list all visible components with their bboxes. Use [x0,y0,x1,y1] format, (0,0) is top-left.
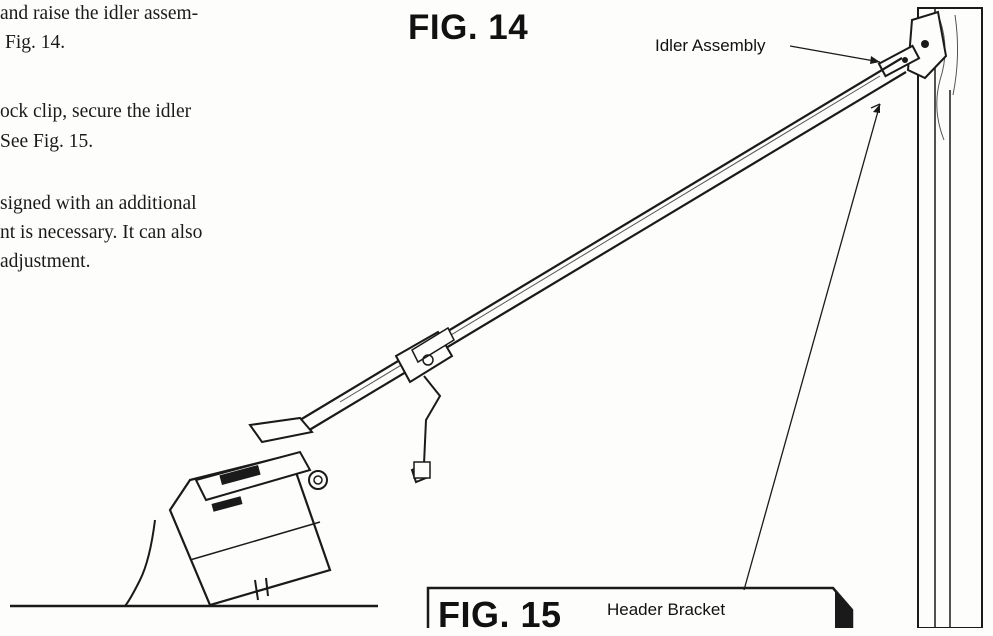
motor-unit [124,416,332,607]
idler-assembly-label: Idler Assembly [655,36,766,55]
idler-leader-line [789,45,881,63]
fig15-corner [835,592,852,628]
opener-rail [299,57,907,433]
text-line: nt is necessary. It can also [0,222,203,243]
header-arrowhead [873,104,880,113]
header-leader-line [743,103,881,591]
text-line: Fig. 14. [5,32,66,53]
door-frame [917,7,983,628]
fig14-title: FIG. 14 [408,8,529,47]
idler-arrowhead [870,56,880,64]
text-line: ock clip, secure the idler [0,101,192,122]
text-line: See Fig. 15. [0,131,94,152]
text-line: signed with an additional [0,193,197,214]
trolley [394,326,455,484]
fig15-title: FIG. 15 [438,594,562,635]
header-bracket-label: Header Bracket [607,600,726,619]
text-line: adjustment. [0,251,91,272]
text-line: and raise the idler assem- [0,3,199,24]
